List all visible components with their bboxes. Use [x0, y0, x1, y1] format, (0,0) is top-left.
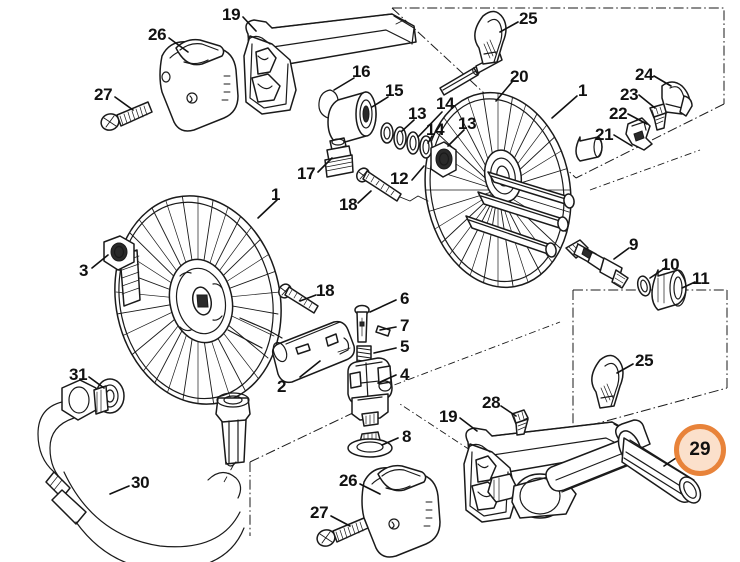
part-17-fitting: [324, 137, 354, 178]
part-15-bushing: [327, 91, 377, 145]
part-1-reel-disc-right: [424, 91, 575, 289]
part-20-axle-shaft: [439, 53, 503, 96]
axis-line-right: [589, 149, 701, 191]
callout-label-9: 9: [629, 235, 639, 254]
callout-label-27: 27: [94, 85, 113, 104]
callout-label-16: 16: [352, 62, 371, 81]
callout-label-18b: 18: [316, 281, 335, 300]
callout-label-6: 6: [400, 289, 410, 308]
callout-label-10: 10: [661, 255, 680, 274]
part-25-lever-top: [474, 10, 507, 65]
callout-label-4: 4: [400, 365, 410, 384]
part-18-screw-center: [356, 167, 429, 202]
part-30-hose-assembly: [37, 379, 251, 562]
part-10-o-ring: [636, 275, 652, 297]
axis-line-lower: [380, 321, 561, 391]
callout-label-19: 19: [222, 5, 241, 24]
parts-13-14-washers: [380, 122, 433, 159]
part-23-screw-right: [649, 103, 669, 131]
callout-label-11: 11: [692, 269, 710, 288]
callout-label-26: 26: [148, 25, 167, 44]
part-27-screw-upper: [100, 101, 153, 131]
part-1-reel-disc-large: [114, 191, 283, 409]
callout-label-8: 8: [402, 427, 412, 446]
part-12-hex-nut: [430, 141, 457, 178]
callout-label-19b: 19: [439, 407, 458, 426]
callout-label-1b: 1: [578, 81, 588, 100]
callout-label-17: 17: [297, 164, 316, 183]
callout-label-28: 28: [482, 393, 501, 412]
callout-label-7: 7: [400, 316, 410, 335]
highlighted-callout-29[interactable]: 29: [674, 424, 726, 476]
part-26-cover-cap-upper: [159, 38, 239, 132]
part-27-screw-lower: [316, 517, 369, 547]
callout-label-14: 14: [436, 94, 455, 113]
callout-label-12: 12: [390, 169, 409, 188]
part-7-pin: [375, 325, 391, 337]
callout-label-20: 20: [510, 67, 529, 86]
callout-label-27b: 27: [310, 503, 329, 522]
part-9-valve-connector: [565, 239, 629, 289]
callout-label-22: 22: [609, 104, 628, 123]
callout-label-2: 2: [277, 377, 287, 396]
part-25-lever-lower: [591, 354, 624, 409]
part-19-frame-arm-upper: [243, 13, 417, 115]
callout-label-23: 23: [620, 85, 639, 104]
callout-label-15: 15: [385, 81, 404, 100]
part-8-base-plate: [347, 431, 393, 458]
callout-label-25b: 25: [635, 351, 654, 370]
part-11-coupling-nut: [651, 269, 687, 311]
part-6-bolt: [354, 304, 370, 343]
callout-label-13b: 13: [458, 114, 477, 133]
callout-label-14b: 14: [426, 120, 445, 139]
callout-label-30: 30: [131, 473, 150, 492]
leader-lines: [88, 16, 696, 527]
callout-label-24: 24: [635, 65, 654, 84]
part-18-screw-lower: [278, 283, 319, 314]
callout-label-5: 5: [400, 337, 410, 356]
part-29-crank-handle: [487, 419, 702, 519]
callout-label-21: 21: [595, 125, 614, 144]
callout-label-3: 3: [79, 261, 89, 280]
part-28-screw: [511, 409, 529, 436]
callout-label-25: 25: [519, 9, 538, 28]
callout-label-1: 1: [271, 185, 281, 204]
part-22-bracket: [625, 117, 653, 151]
part-26-cover-cap-lower: [361, 464, 441, 558]
callout-label-26b: 26: [339, 471, 358, 490]
callout-label-31: 31: [69, 365, 88, 384]
part-21-sleeve: [575, 136, 603, 162]
callout-label-18: 18: [339, 195, 358, 214]
part-2-roller-tube: [271, 320, 356, 384]
part-24-lever-cap: [661, 81, 693, 117]
part-4-crank-housing: [347, 357, 393, 427]
callout-label-13: 13: [408, 104, 427, 123]
part-3-hex-nut: [103, 235, 135, 271]
